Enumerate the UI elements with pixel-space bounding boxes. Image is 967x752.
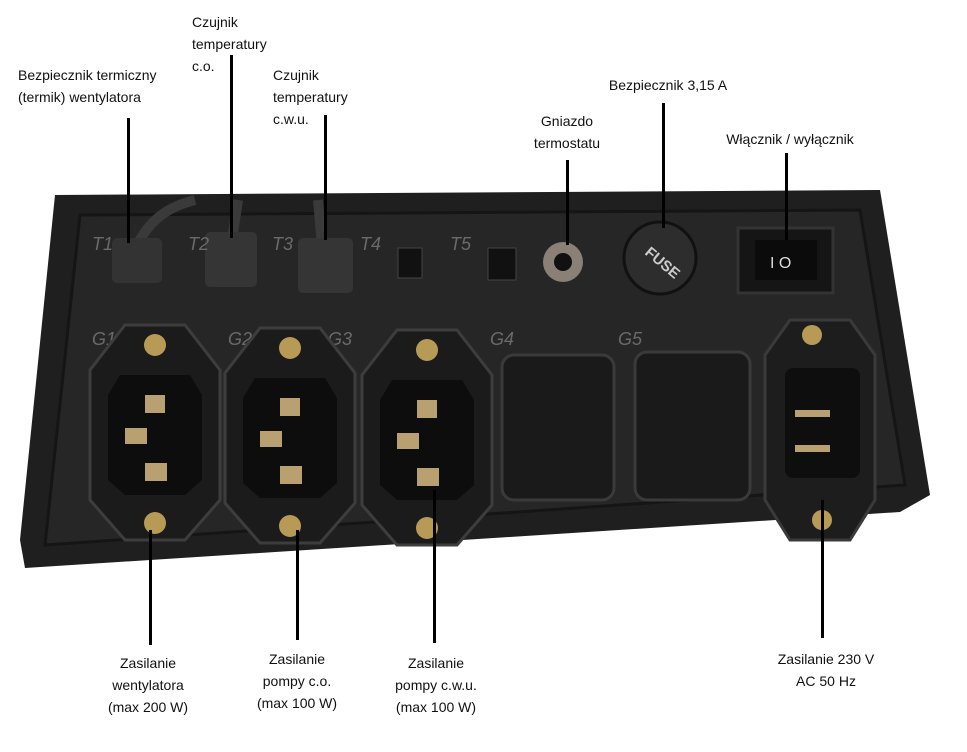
leader-line-pump-co <box>296 530 299 640</box>
t1-plug <box>112 238 162 283</box>
marking-t3: T3 <box>272 234 293 254</box>
leader-line-pump-cwu <box>433 490 436 643</box>
leader-line-thermostat <box>566 160 569 245</box>
leader-line-fan-power <box>149 530 152 645</box>
leader-line-sensor-cwu <box>324 115 327 240</box>
marking-g5: G5 <box>618 329 643 349</box>
t4-port <box>397 247 423 279</box>
svg-text:I O: I O <box>770 255 791 272</box>
marking-t1: T1 <box>92 234 113 254</box>
outlet-g1 <box>88 323 222 542</box>
marking-g4: G4 <box>490 329 514 349</box>
leader-line-fuse <box>662 103 665 228</box>
label-switch: Włącznik / wyłącznik <box>726 131 854 147</box>
label-fuse: Bezpiecznik 3,15 A <box>608 77 728 93</box>
outlet-g2 <box>223 326 357 545</box>
fuse-holder <box>622 220 698 296</box>
leader-line-mains <box>821 500 824 638</box>
outlet-g3 <box>360 328 494 547</box>
marking-t2: T2 <box>188 234 209 254</box>
leader-line-switch <box>785 153 788 240</box>
marking-t4: T4 <box>360 234 381 254</box>
label-thermal-fuse: Bezpiecznik termiczny(termik) wentylator… <box>18 67 157 105</box>
leader-line-sensor-co <box>230 55 233 238</box>
t5-port <box>487 247 517 281</box>
t2-plug <box>205 232 257 287</box>
leader-line-thermal-fuse <box>127 118 130 243</box>
marking-t5: T5 <box>450 234 472 254</box>
t3-plug <box>298 238 353 293</box>
g4-blank <box>500 353 616 502</box>
g5-blank <box>633 350 752 502</box>
